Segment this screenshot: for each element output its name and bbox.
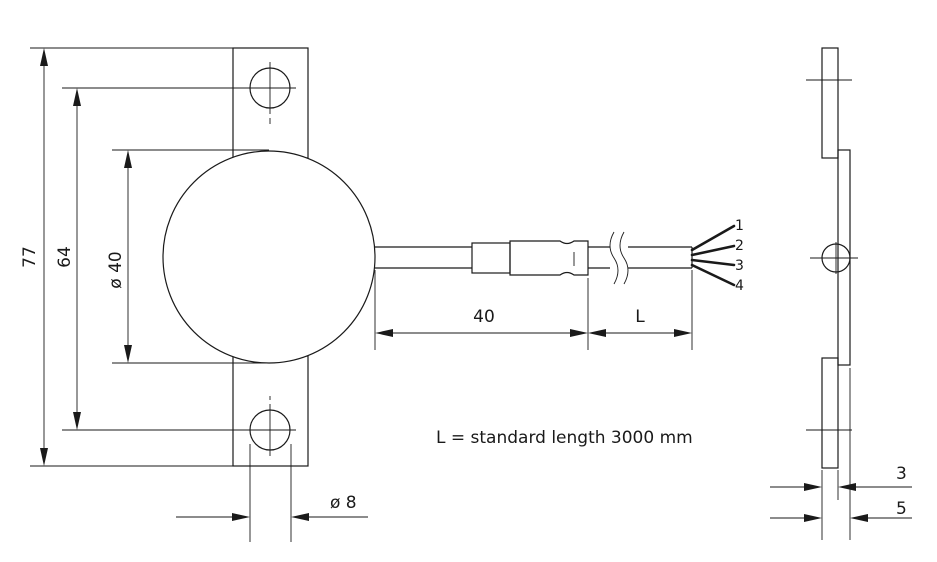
dim-label-L: L xyxy=(635,307,645,327)
side-tab-top xyxy=(821,47,839,159)
dim-label-3: 3 xyxy=(896,464,907,484)
dimension-side-thick: 5 xyxy=(770,499,912,522)
dimension-cable-length: L xyxy=(588,307,692,337)
side-body xyxy=(837,149,851,366)
screw-hole-bottom xyxy=(244,396,296,456)
wire-label-3: 3 xyxy=(735,258,744,274)
dimension-cable-segment: 40 xyxy=(375,307,588,337)
standard-length-note: L = standard length 3000 mm xyxy=(436,428,693,448)
dim-label-diameter-8: ø 8 xyxy=(330,493,357,513)
side-view: 3 5 xyxy=(770,47,912,540)
wire-bundle: 1 2 3 4 xyxy=(690,218,744,294)
cable xyxy=(375,231,693,285)
sensor-body-circle xyxy=(162,150,376,364)
dim-label-40: 40 xyxy=(473,307,495,327)
dimension-overall-height: 77 xyxy=(20,48,48,466)
dim-label-77: 77 xyxy=(20,246,40,268)
side-tab-bottom xyxy=(821,357,839,469)
extension-lines xyxy=(30,47,693,542)
dimension-hole-spacing: 64 xyxy=(55,88,81,430)
screw-hole-top xyxy=(244,62,296,124)
dim-label-64: 64 xyxy=(55,246,75,268)
dim-label-5: 5 xyxy=(896,499,907,519)
dimension-body-diameter: ø 40 xyxy=(106,150,132,363)
wire-label-1: 1 xyxy=(735,218,744,234)
front-view: 1 2 3 4 77 xyxy=(20,47,744,542)
wire-label-2: 2 xyxy=(735,238,744,254)
wire-label-4: 4 xyxy=(735,278,744,294)
mounting-tab-top xyxy=(232,47,309,159)
dimension-side-thin: 3 xyxy=(770,464,912,491)
side-screw-symbol xyxy=(820,242,852,274)
dimension-hole-diameter: ø 8 xyxy=(176,493,368,521)
dim-label-diameter-40: ø 40 xyxy=(106,251,126,288)
